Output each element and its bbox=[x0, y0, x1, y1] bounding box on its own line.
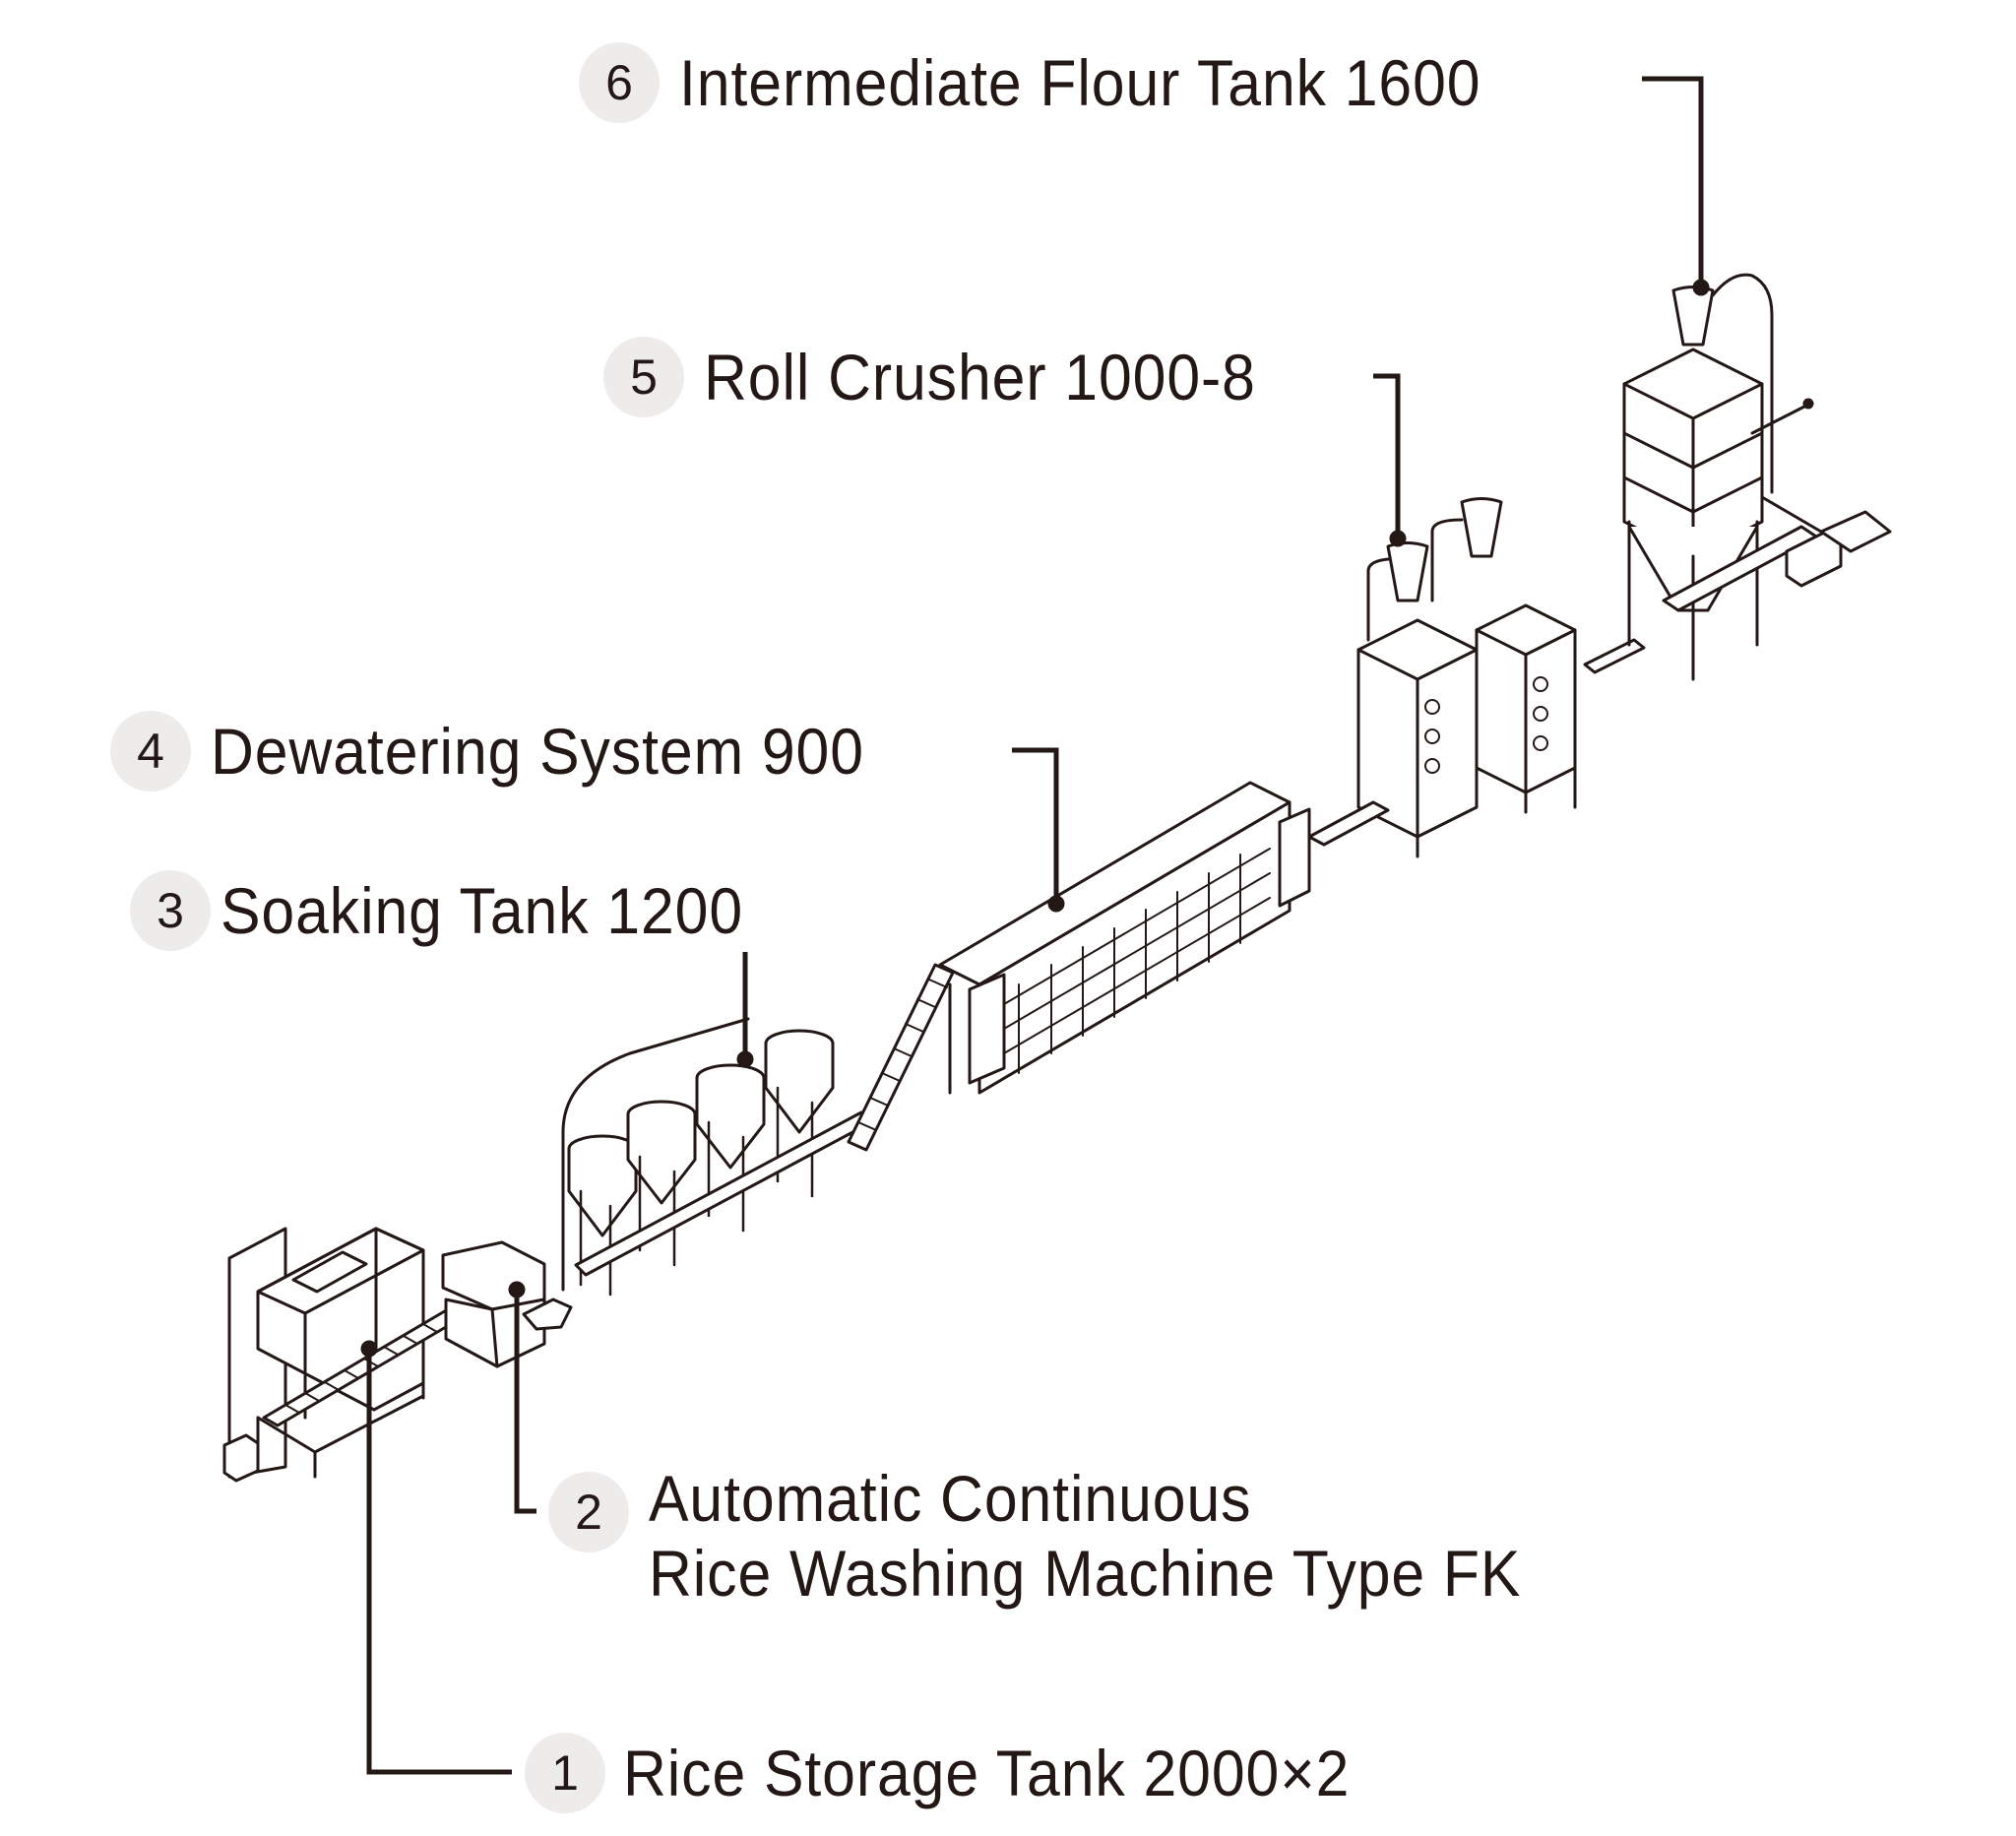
leader-dot-4 bbox=[1047, 895, 1065, 913]
callout-number-badge: 5 bbox=[603, 337, 684, 417]
leader-dot-1 bbox=[360, 1340, 378, 1358]
callout-number-badge: 2 bbox=[548, 1472, 629, 1552]
callout-label-line: Automatic Continuous bbox=[649, 1462, 1252, 1535]
leader-dot-5 bbox=[1389, 530, 1407, 547]
callout-number-badge: 6 bbox=[579, 42, 660, 123]
callout-label: Automatic Continuous Rice Washing Machin… bbox=[649, 1462, 1521, 1612]
leader-line-4 bbox=[1012, 747, 1059, 904]
callout-number-badge: 3 bbox=[130, 870, 211, 951]
callout-label: Roll Crusher 1000-8 bbox=[704, 340, 1256, 413]
leader-dot-3 bbox=[736, 1050, 754, 1068]
rice-storage-tank-drawing bbox=[222, 1227, 465, 1483]
leader-line-2 bbox=[514, 1290, 536, 1514]
leader-dot-2 bbox=[508, 1281, 526, 1298]
leader-line-5 bbox=[1373, 373, 1401, 538]
callout-roll-crusher: 5 Roll Crusher 1000-8 bbox=[603, 337, 1304, 417]
callout-rice-washing-machine: 2 Automatic Continuous Rice Washing Mach… bbox=[548, 1462, 1597, 1612]
callout-number-badge: 1 bbox=[525, 1733, 605, 1813]
leader-dot-6 bbox=[1692, 279, 1710, 296]
inclined-conveyor-drawing bbox=[847, 963, 955, 1152]
leader-lines bbox=[360, 76, 1710, 1775]
intermediate-flour-tank-drawing bbox=[1622, 273, 1892, 681]
callout-rice-storage-tank: 1 Rice Storage Tank 2000×2 bbox=[525, 1733, 1414, 1813]
callout-label: Soaking Tank 1200 bbox=[220, 873, 744, 947]
callout-label: Intermediate Flour Tank 1600 bbox=[679, 45, 1481, 119]
callout-number-badge: 4 bbox=[110, 711, 191, 791]
roll-crusher-drawing bbox=[1307, 497, 1646, 858]
leader-line-6 bbox=[1642, 76, 1704, 287]
rice-washing-machine-drawing bbox=[441, 1240, 573, 1368]
leader-line-1 bbox=[366, 1349, 512, 1775]
callout-label-line: Rice Washing Machine Type FK bbox=[649, 1536, 1522, 1610]
callout-intermediate-flour-tank: 6 Intermediate Flour Tank 1600 bbox=[579, 42, 1550, 123]
callout-label: Dewatering System 900 bbox=[211, 714, 864, 788]
soaking-tanks-drawing bbox=[561, 1017, 873, 1297]
callout-soaking-tank: 3 Soaking Tank 1200 bbox=[130, 870, 788, 951]
dewatering-system-drawing bbox=[938, 781, 1311, 1095]
callout-dewatering-system: 4 Dewatering System 900 bbox=[110, 711, 921, 791]
callout-label: Rice Storage Tank 2000×2 bbox=[623, 1736, 1351, 1809]
